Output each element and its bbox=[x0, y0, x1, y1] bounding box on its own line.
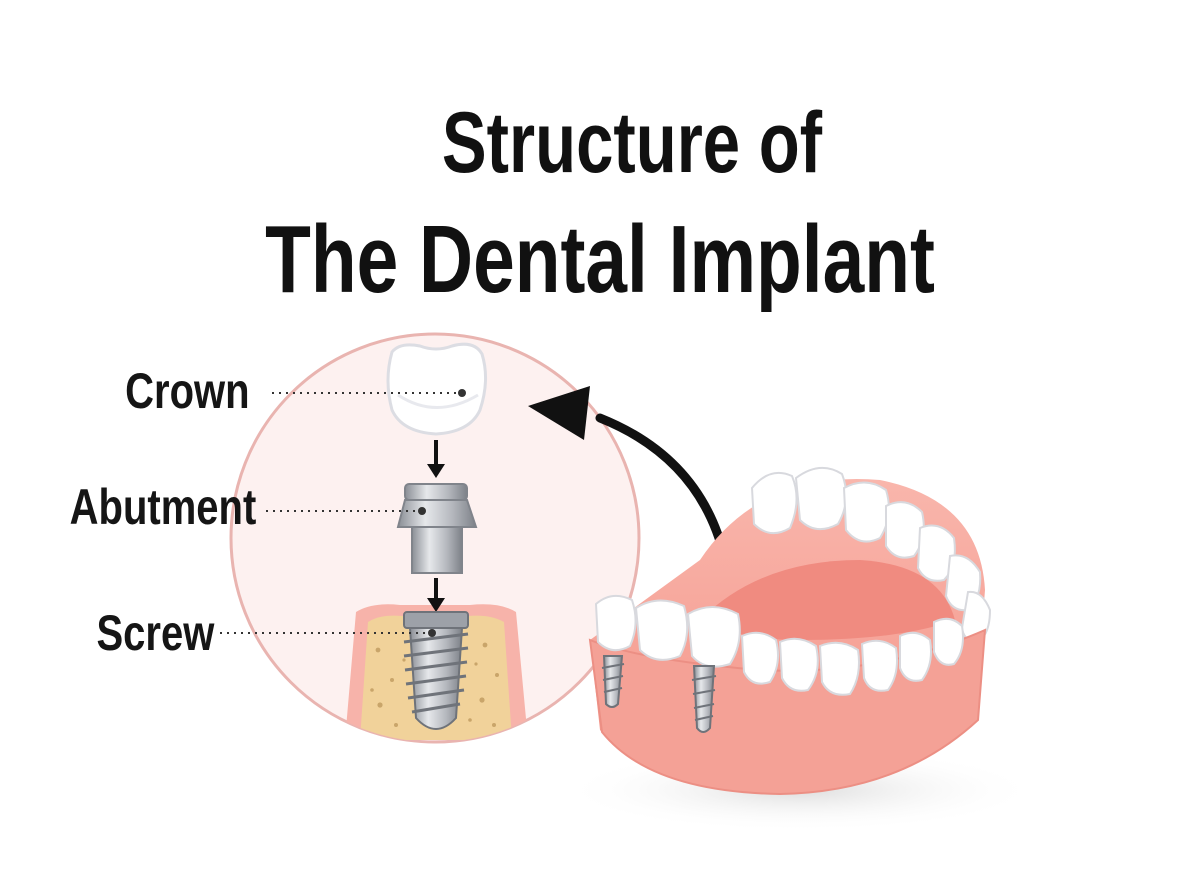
crown-tooth bbox=[386, 342, 487, 436]
label-crown: Crown bbox=[125, 363, 250, 419]
leader-lines bbox=[220, 392, 460, 634]
screw-part bbox=[403, 611, 469, 730]
arrow-down-2 bbox=[427, 578, 445, 612]
jaw-implant-2 bbox=[691, 665, 717, 733]
label-abutment: Abutment bbox=[69, 479, 256, 535]
label-screw: Screw bbox=[96, 605, 214, 661]
abutment-part bbox=[396, 483, 478, 574]
jaw-implant-1 bbox=[601, 655, 625, 708]
diagram-title-line-2: The Dental Implant bbox=[265, 206, 935, 313]
abutment-leader-dot bbox=[418, 507, 426, 515]
denture-model bbox=[560, 467, 1040, 832]
diagram-title-line-1: Structure of bbox=[441, 95, 823, 191]
crown-leader-dot bbox=[458, 389, 466, 397]
arrow-down-1 bbox=[427, 440, 445, 478]
screw-leader-dot bbox=[428, 629, 436, 637]
